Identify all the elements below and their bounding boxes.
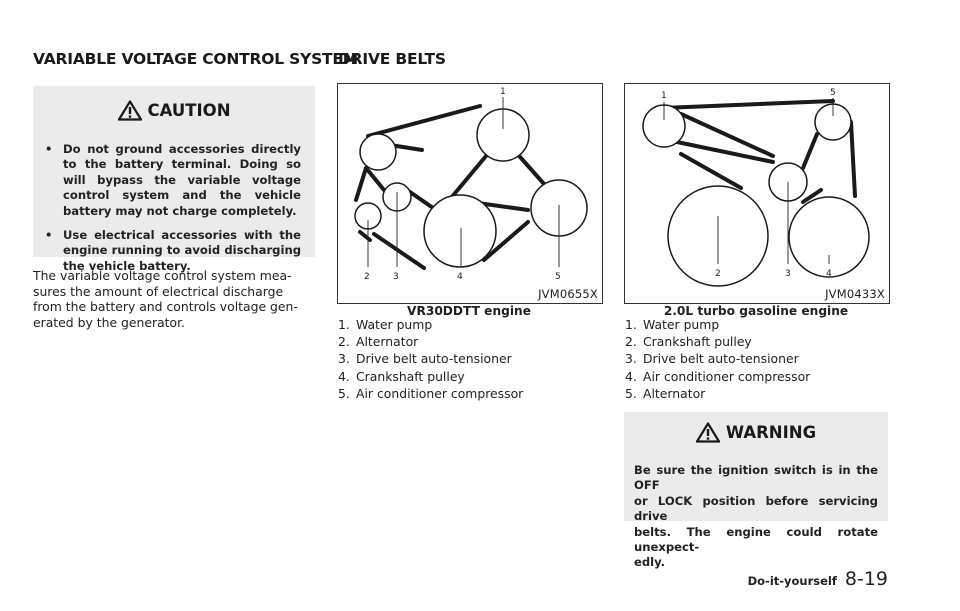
legend-item: 2.Crankshaft pulley <box>625 334 752 350</box>
belt-segment <box>482 220 530 262</box>
callout-number: 5 <box>830 88 836 98</box>
warning-line: edly. <box>634 555 666 570</box>
belt-segment <box>476 201 530 212</box>
section-heading-variable-voltage: VARIABLE VOLTAGE CONTROL SYSTEM <box>33 50 359 68</box>
pulley <box>359 133 397 171</box>
belt-diagram-2-0l-turbo: 1 5 2 3 4 <box>642 88 870 287</box>
callout-number: 4 <box>457 272 463 282</box>
body-paragraph: The variable voltage control system mea-… <box>33 268 315 331</box>
body-line: sures the amount of electrical discharge <box>33 283 284 299</box>
caution-title: CAUTION <box>147 101 231 120</box>
legend-item: 3.Drive belt auto-tensioner <box>625 351 799 367</box>
caution-item-text: Use electrical accessories with the engi… <box>63 228 301 273</box>
footer-section-label: Do-it-yourself <box>747 574 837 588</box>
callout-number: 3 <box>785 269 791 279</box>
warning-line: belts. The engine could rotate unexpect- <box>634 524 878 555</box>
callout-number: 1 <box>661 91 667 101</box>
figure-2-0l-turbo: 1 5 2 3 4 JVM0433X <box>624 83 890 304</box>
legend-item: 1.Water pump <box>625 317 720 332</box>
warning-triangle-icon <box>117 100 142 121</box>
legend-item: 2.Alternator <box>338 334 419 350</box>
callout-number: 3 <box>393 272 399 282</box>
belt-segment <box>661 99 835 110</box>
belt-segment <box>849 120 857 198</box>
warning-triangle-icon <box>695 422 720 443</box>
figure-caption: VR30DDTT engine <box>407 304 531 318</box>
belt-segment <box>408 190 438 212</box>
caution-item: • Use electrical accessories with the en… <box>45 228 301 274</box>
body-line: from the battery and controls voltage ge… <box>33 299 298 315</box>
legend-item: 4.Air conditioner compressor <box>625 368 811 384</box>
figure-code: JVM0433X <box>825 287 885 301</box>
caution-header: CAUTION <box>33 100 315 121</box>
page-number: 8-19 <box>844 568 888 590</box>
page-footer: Do-it-yourself 8-19 <box>748 568 888 590</box>
body-line: erated by the generator. <box>33 315 185 331</box>
warning-title: WARNING <box>725 423 817 442</box>
callout-number: 2 <box>715 269 721 279</box>
belt-segment <box>801 188 823 204</box>
belt-segment <box>372 232 426 270</box>
warning-line: Be sure the ignition switch is in the OF… <box>634 463 878 493</box>
warning-line: or LOCK position before servicing drive <box>634 493 878 524</box>
legend-vr30ddtt: 1.Water pump 2.Alternator 3.Drive belt a… <box>338 316 523 402</box>
legend-2-0l-turbo: 1.Water pump 2.Crankshaft pulley 3.Drive… <box>625 316 810 402</box>
bullet: • <box>45 228 53 243</box>
figure-vr30ddtt: 1 2 3 4 5 JVM0655X <box>337 83 603 304</box>
body-line: The variable voltage control system mea- <box>33 268 292 283</box>
belt-segment <box>801 132 819 170</box>
belt-segment <box>679 112 775 158</box>
caution-list: • Do not ground accessories directly to … <box>45 142 301 283</box>
legend-item: 3.Drive belt auto-tensioner <box>338 351 512 367</box>
warning-header: WARNING <box>624 422 888 443</box>
legend-item: 1.Water pump <box>338 317 433 332</box>
belt-segment <box>364 166 386 192</box>
callout-number: 2 <box>364 272 370 282</box>
caution-item-text: Do not ground accessories directly to th… <box>63 142 301 218</box>
caution-box: CAUTION • Do not ground accessories dire… <box>33 86 315 273</box>
belt-segment <box>675 140 775 164</box>
belt-segment <box>358 230 372 242</box>
belt-segment <box>366 104 482 138</box>
section-heading-drive-belts: DRIVE BELTS <box>338 50 446 68</box>
callout-number: 5 <box>555 272 561 282</box>
pulley-ac-compressor <box>788 196 870 278</box>
legend-item: 5.Air conditioner compressor <box>338 385 524 401</box>
warning-box: WARNING Be sure the ignition switch is i… <box>624 412 888 569</box>
belt-segment <box>679 152 743 190</box>
pulley-crankshaft <box>423 194 497 268</box>
figure-code: JVM0655X <box>538 287 598 301</box>
caution-item: • Do not ground accessories directly to … <box>45 142 301 219</box>
figure-caption: 2.0L turbo gasoline engine <box>663 304 849 318</box>
warning-text: Be sure the ignition switch is in the OF… <box>634 463 878 571</box>
legend-item: 5.Alternator <box>625 385 706 401</box>
bullet: • <box>45 142 53 156</box>
legend-item: 4.Crankshaft pulley <box>338 368 465 384</box>
belt-diagram-vr30ddtt: 1 2 3 4 5 <box>354 87 588 282</box>
belt-segment <box>354 166 368 202</box>
callout-number: 4 <box>826 269 832 279</box>
callout-number: 1 <box>500 87 506 97</box>
